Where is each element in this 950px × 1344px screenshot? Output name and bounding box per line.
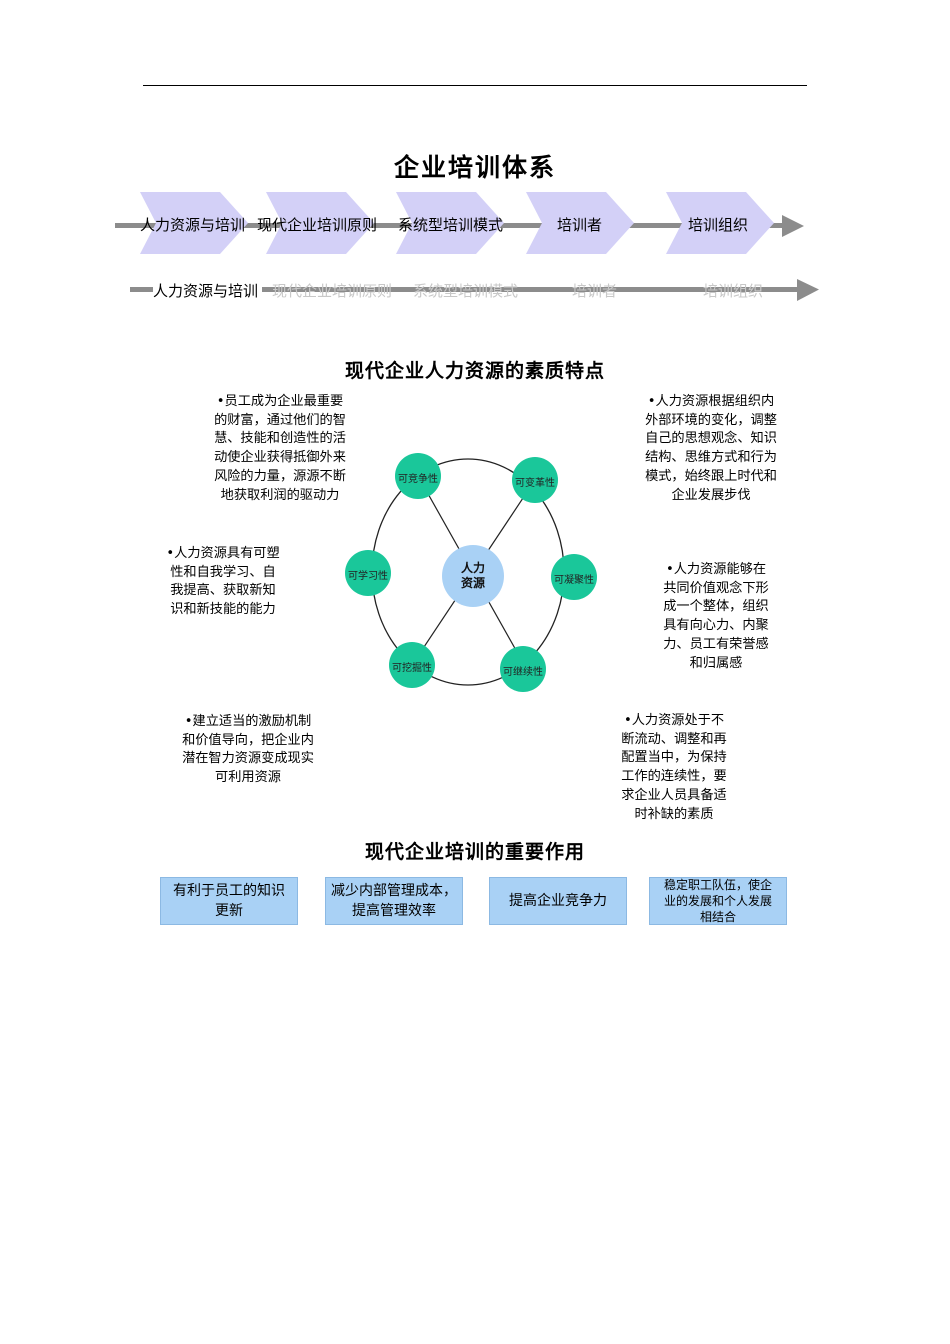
- desc-line: 和归属感: [689, 655, 743, 671]
- node-label-learnable: 可学习性: [348, 571, 388, 582]
- chevron-step-3: [396, 192, 504, 254]
- desc-line: 企业发展步伐: [671, 487, 751, 503]
- node-label-competitive: 可竞争性: [398, 474, 438, 485]
- desc-line: 具有向心力、内聚: [663, 618, 769, 634]
- role-box-competitiveness: 提高企业竞争力: [489, 877, 627, 925]
- role-box-line: 相结合: [699, 910, 736, 924]
- desc-line: 共同价值观念下形: [663, 580, 769, 596]
- page-title: 企业培训体系: [393, 153, 556, 182]
- desc-line: 断流动、调整和再: [621, 731, 727, 747]
- desc-line: 风险的力量，源源不断: [214, 468, 346, 484]
- desc-line: 潜在智力资源变成现实: [182, 751, 314, 767]
- node-cohesive: [551, 554, 597, 600]
- trait-desc-continuous: •人力资源处于不 断流动、调整和再 配置当中，为保持 工作的连续性，要 求企业人…: [604, 712, 744, 824]
- role-box-line: 业的发展和个人发展: [663, 894, 772, 908]
- role-box-cost: 减少内部管理成本， 提高管理效率: [325, 877, 463, 925]
- desc-line: •人力资源处于不: [623, 713, 725, 728]
- desc-line: 识和新技能的能力: [170, 602, 276, 618]
- center-label-line-2: 资源: [460, 576, 485, 590]
- roles-section-title: 现代企业培训的重要作用: [364, 841, 585, 863]
- center-label: 人力 资源: [443, 561, 503, 591]
- header-rule: [143, 85, 807, 86]
- desc-line: 自己的思想观念、知识: [645, 431, 777, 447]
- flow-step-4-label: 培训者: [557, 216, 603, 234]
- trait-desc-reformable: •人力资源根据组织内 外部环境的变化，调整 自己的思想观念、知识 结构、思维方式…: [628, 393, 794, 505]
- node-reformable: [512, 457, 558, 503]
- desc-line: 模式，始终跟上时代和: [645, 468, 777, 484]
- desc-line: •人力资源具有可塑: [166, 546, 280, 561]
- desc-line: 可利用资源: [215, 770, 281, 786]
- center-label-line-1: 人力: [460, 561, 485, 575]
- node-learnable: [345, 550, 391, 596]
- desc-line: 慧、技能和创造性的活: [214, 431, 346, 447]
- chevron-step-1: [140, 192, 248, 254]
- flow-step-1-label: 人力资源与培训: [140, 216, 246, 234]
- flow-row-2-label-1: 人力资源与培训: [153, 281, 263, 301]
- role-box-line: 有利于员工的知识: [173, 883, 285, 899]
- flow-diagram-1: [115, 192, 804, 254]
- desc-line: •建立适当的激励机制: [184, 714, 312, 729]
- desc-line: 时补缺的素质: [634, 806, 714, 822]
- desc-line: 求企业人员具备适: [621, 787, 727, 803]
- role-box-line: 提高管理效率: [352, 903, 436, 919]
- desc-line: 的财富，通过他们的智: [214, 412, 346, 428]
- flow-step-3-label: 系统型培训模式: [398, 216, 504, 234]
- flow-arrow-2-head-icon: [797, 279, 819, 301]
- role-box-line: 稳定职工队伍，使企: [663, 878, 772, 892]
- desc-line: •人力资源根据组织内: [647, 394, 775, 409]
- desc-line: 外部环境的变化，调整: [645, 412, 777, 428]
- flow-row-2-label-5: 培训组织: [703, 282, 764, 300]
- node-label-tappable: 可挖掘性: [392, 663, 432, 674]
- trait-desc-cohesive: •人力资源能够在 共同价值观念下形 成一个整体，组织 具有向心力、内聚 力、员工…: [646, 561, 786, 673]
- desc-line: 结构、思维方式和行为: [645, 450, 777, 466]
- desc-line: 配置当中，为保持: [621, 750, 727, 766]
- desc-line: 动使企业获得抵御外来: [214, 450, 346, 466]
- role-box-line: 更新: [215, 903, 243, 919]
- traits-section-title: 现代企业人力资源的素质特点: [344, 360, 605, 382]
- node-competitive: [395, 453, 441, 499]
- flow-arrow-head-icon: [782, 215, 804, 237]
- desc-line: 性和自我学习、自: [170, 564, 276, 580]
- node-tappable: [389, 642, 435, 688]
- desc-line: 我提高、获取新知: [170, 583, 276, 599]
- node-label-continuous: 可继续性: [503, 667, 543, 678]
- flow-arrow-2-shaft: [130, 287, 810, 292]
- node-center: [442, 545, 504, 607]
- desc-line: 工作的连续性，要: [621, 769, 727, 785]
- desc-line: 力、员工有荣誉感: [663, 636, 769, 652]
- trait-desc-learnable: •人力资源具有可塑 性和自我学习、自 我提高、获取新知 识和新技能的能力: [153, 545, 293, 620]
- flow-diagram-2: [130, 279, 819, 301]
- flow-step-5-label: 培训组织: [688, 216, 749, 234]
- role-box-line: 提高企业竞争力: [509, 893, 607, 909]
- node-label-reformable: 可变革性: [515, 478, 555, 489]
- role-box-knowledge: 有利于员工的知识 更新: [160, 877, 298, 925]
- role-box-line: 减少内部管理成本，: [331, 883, 457, 899]
- trait-desc-tappable: •建立适当的激励机制 和价值导向，把企业内 潜在智力资源变成现实 可利用资源: [168, 713, 328, 788]
- flow-row-2-label-3: 系统型培训模式: [413, 282, 519, 300]
- traits-diagram: [345, 453, 597, 692]
- desc-line: 和价值导向，把企业内: [182, 732, 314, 748]
- flow-row-2-label-2: 现代企业培训原则: [272, 282, 393, 300]
- flow-row-2-label-4: 培训者: [572, 282, 618, 300]
- role-box-stability: 稳定职工队伍，使企 业的发展和个人发展 相结合: [649, 877, 787, 925]
- chevron-step-5: [666, 192, 774, 254]
- flow-step-2-label: 现代企业培训原则: [257, 216, 378, 234]
- desc-line: •员工成为企业最重要: [216, 394, 344, 409]
- desc-line: 成一个整体，组织: [663, 599, 769, 615]
- node-continuous: [500, 646, 546, 692]
- node-label-cohesive: 可凝聚性: [554, 575, 594, 586]
- chevron-step-2: [266, 192, 374, 254]
- trait-desc-competitive: •员工成为企业最重要 的财富，通过他们的智 慧、技能和创造性的活 动使企业获得抵…: [198, 393, 362, 505]
- desc-line: •人力资源能够在: [665, 562, 767, 577]
- desc-line: 地获取利润的驱动力: [220, 487, 340, 503]
- chevron-step-4: [526, 192, 634, 254]
